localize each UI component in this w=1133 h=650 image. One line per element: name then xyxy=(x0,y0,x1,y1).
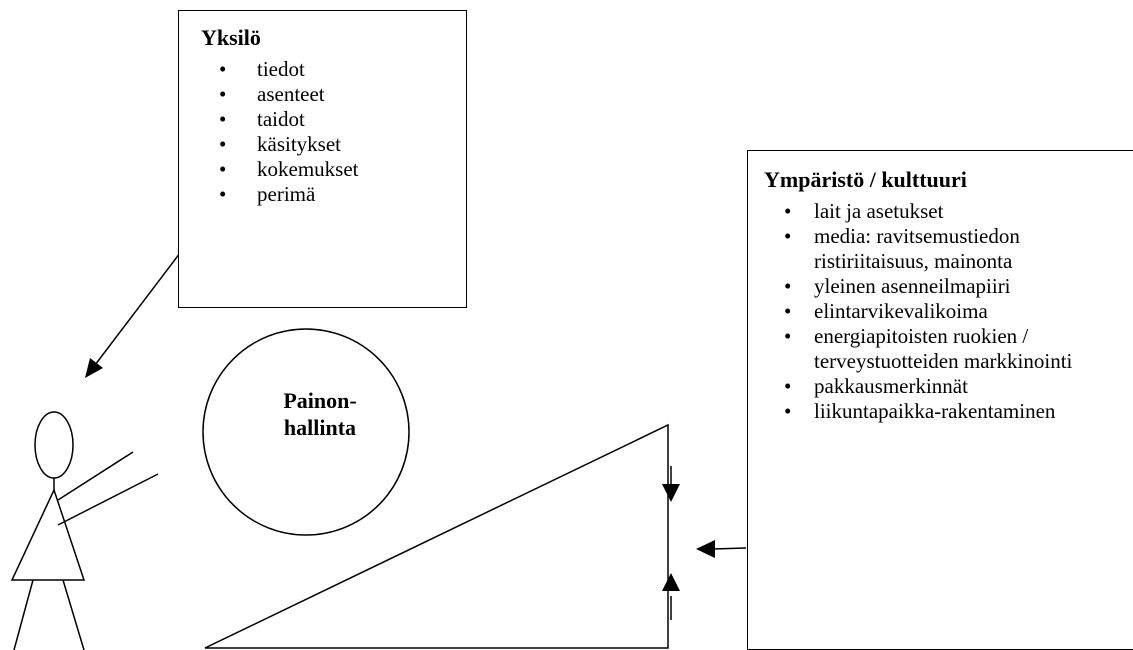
bullet-icon: • xyxy=(784,399,792,423)
bullet-icon: • xyxy=(219,107,227,131)
list-item: • kokemukset xyxy=(201,157,466,182)
figure-leg-right xyxy=(62,579,85,650)
list-item-text: taidot xyxy=(257,107,305,131)
figure-leg-left xyxy=(13,579,34,650)
arrow-up xyxy=(662,573,680,620)
list-item-text: media: ravitsemustiedon ristiriitaisuus,… xyxy=(814,224,1020,273)
bullet-icon: • xyxy=(784,324,792,348)
list-item-text: yleinen asenneilmapiiri xyxy=(814,274,1011,298)
list-item-text: energiapitoisten ruokien / terveystuotte… xyxy=(814,324,1073,373)
list-item: • liikuntapaikka-rakentaminen xyxy=(764,399,1133,424)
list-item: • taidot xyxy=(201,107,466,132)
list-item: • pakkausmerkinnät xyxy=(764,374,1133,399)
bullet-icon: • xyxy=(219,157,227,181)
circle-label-line2: hallinta xyxy=(283,415,357,440)
list-item-text: pakkausmerkinnät xyxy=(814,374,968,398)
list-item: • elintarvikevalikoima xyxy=(764,299,1133,324)
list-item-text: lait ja asetukset xyxy=(814,199,944,223)
figure-arm-upper xyxy=(57,451,134,501)
arrow-down xyxy=(662,466,680,502)
list-item: • yleinen asenneilmapiiri xyxy=(764,274,1133,299)
list-item: • asenteet xyxy=(201,82,466,107)
bullet-icon: • xyxy=(784,199,792,223)
bullet-icon: • xyxy=(219,57,227,81)
list-item-text: tiedot xyxy=(257,57,305,81)
bullet-icon: • xyxy=(784,274,792,298)
list-item: • perimä xyxy=(201,182,466,207)
environment-box: Ympäristö / kulttuuri • lait ja asetukset… xyxy=(747,150,1133,650)
bullet-icon: • xyxy=(219,82,227,106)
list-item: • media: ravitsemustiedon ristiriitaisuus… xyxy=(764,224,1133,274)
list-item-text: liikuntapaikka-rakentaminen xyxy=(814,399,1056,423)
list-item-text: asenteet xyxy=(257,82,325,106)
list-item: • käsitykset xyxy=(201,132,466,157)
list-item: • lait ja asetukset xyxy=(764,199,1133,224)
ramp-triangle xyxy=(204,423,669,649)
list-item-text: elintarvikevalikoima xyxy=(814,299,988,323)
individual-title: Yksilö xyxy=(201,25,261,50)
list-item-text: kokemukset xyxy=(257,157,359,181)
circle-label: Painon- hallinta xyxy=(250,387,390,441)
arrow-environment-to-ramp xyxy=(696,540,747,558)
environment-list: • lait ja asetukset • media: ravitsemustie… xyxy=(764,199,1133,424)
list-item-text: perimä xyxy=(257,182,316,206)
stick-figure xyxy=(10,411,159,650)
figure-arm-lower xyxy=(57,473,159,526)
bullet-icon: • xyxy=(219,132,227,156)
bullet-icon: • xyxy=(219,182,227,206)
circle-label-line1: Painon- xyxy=(283,388,357,413)
bullet-icon: • xyxy=(784,299,792,323)
individual-list: • tiedot • asenteet • taidot • käsitykset • k… xyxy=(201,57,466,207)
list-item-text: käsitykset xyxy=(257,132,341,156)
weight-management-circle xyxy=(202,328,410,536)
figure-body xyxy=(10,487,86,581)
list-item: • energiapitoisten ruokien / terveystuott… xyxy=(764,324,1133,374)
individual-box: Yksilö • tiedot • asenteet • taidot • käsity… xyxy=(178,10,467,308)
figure-head xyxy=(34,411,74,479)
bullet-icon: • xyxy=(784,374,792,398)
arrow-individual-to-person xyxy=(85,252,181,378)
environment-title: Ympäristö / kulttuuri xyxy=(764,167,967,192)
list-item: • tiedot xyxy=(201,57,466,82)
bullet-icon: • xyxy=(784,224,792,248)
